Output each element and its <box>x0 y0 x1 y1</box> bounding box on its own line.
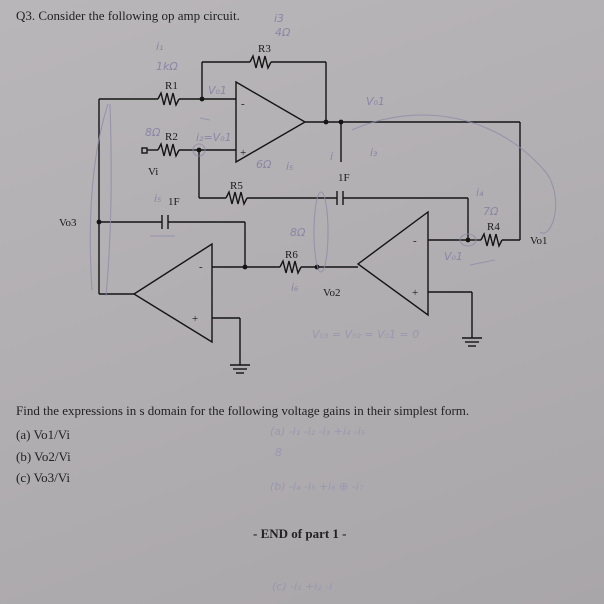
note-part-b: (b) -i₄ -i₅ +i₆ ⊕ -i₇ <box>270 480 364 493</box>
question-part-b: (b) Vo2/Vi <box>16 449 71 464</box>
resistor-r6 <box>279 258 302 276</box>
note-c-current: i₅ <box>154 192 162 205</box>
note-i1: i₁ <box>156 40 164 53</box>
label-r1: R1 <box>165 80 178 92</box>
op-amp-1-symbol <box>235 80 307 164</box>
label-r3: R3 <box>258 43 271 55</box>
note-r1-value: 1kΩ <box>156 60 178 73</box>
resistor-r4 <box>480 231 503 249</box>
note-r5-current: i₅ <box>286 160 294 173</box>
note-part-a-sub: 8 <box>275 446 282 459</box>
label-vo2: Vo2 <box>323 287 341 299</box>
label-vo3: Vo3 <box>59 217 77 229</box>
note-part-a: (a) -i₁ -i₂ -i₃ +i₄ -i₅ <box>270 425 366 438</box>
op-amp-2-symbol <box>356 210 429 317</box>
question-part-c: (c) Vo3/Vi <box>16 470 70 485</box>
handwritten-i3: i3 <box>274 12 285 25</box>
note-vo1-near-r4: V₀1 <box>444 250 463 263</box>
opamp3-minus: - <box>199 261 203 273</box>
note-r2-value: 8Ω <box>145 126 161 139</box>
note-v-label: V₀1 <box>208 84 227 97</box>
note-r6-value: 8Ω <box>290 226 306 239</box>
label-r5: R5 <box>230 180 243 192</box>
vi-input-terminal <box>141 147 148 154</box>
note-vo1-node: V₀1 <box>366 95 385 108</box>
question-part-a: (a) Vo1/Vi <box>16 427 70 442</box>
op-amp-3-symbol <box>132 242 213 344</box>
opamp2-plus: + <box>412 287 418 299</box>
question-title: Q3. Consider the following op amp circui… <box>16 8 240 23</box>
label-vo1: Vo1 <box>530 235 548 247</box>
label-c1: 1F <box>338 172 350 184</box>
note-r5-value: 6Ω <box>256 158 272 171</box>
note-current-i3: i₃ <box>370 146 378 159</box>
label-r2: R2 <box>165 131 178 143</box>
note-r4-current: i₄ <box>476 186 484 199</box>
opamp2-minus: - <box>413 235 417 247</box>
opamp1-minus: - <box>241 98 245 110</box>
note-current-i: i <box>330 150 334 163</box>
note-zero-condition: V₀₃ = V₀₂ = V₀1 = 0 <box>312 328 420 341</box>
label-r4: R4 <box>487 221 500 233</box>
note-r2-current: i₂=V₀1 <box>196 131 232 144</box>
end-of-part-label: - END of part 1 - <box>253 526 347 541</box>
label-vi: Vi <box>148 166 158 178</box>
note-i6: i₆ <box>291 281 299 294</box>
resistor-r2 <box>157 141 180 159</box>
find-instructions: Find the expressions in s domain for the… <box>16 403 470 418</box>
note-part-c: (c) -i₁ +i₂ -i <box>272 580 333 593</box>
resistor-r1 <box>157 90 180 108</box>
label-r6: R6 <box>285 249 298 261</box>
opamp1-plus: + <box>240 147 246 159</box>
opamp3-plus: + <box>192 313 198 325</box>
note-r4-value: 7Ω <box>483 205 499 218</box>
resistor-r5 <box>225 189 248 207</box>
note-r3-value: 4Ω <box>275 26 291 39</box>
label-c2: 1F <box>168 196 180 208</box>
resistor-r3 <box>249 53 272 71</box>
